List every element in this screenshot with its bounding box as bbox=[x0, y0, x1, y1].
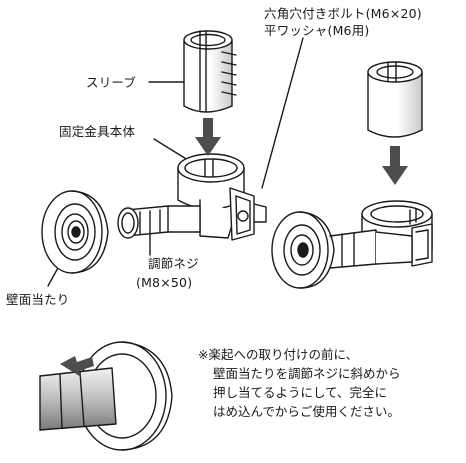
install-note-line-2: 壁面当たりを調節ネジに斜めから bbox=[213, 366, 401, 381]
right-sleeve-insert-arrow bbox=[382, 146, 408, 185]
washer-label: 平ワッシャ(M6用) bbox=[264, 23, 370, 38]
install-note-line-1: ※楽起への取り付けの前に、 bbox=[198, 347, 359, 362]
install-note-line-4: はめ込んでからご使用ください。 bbox=[213, 404, 400, 419]
install-detail-part bbox=[39, 341, 173, 451]
push-direction-arrow bbox=[60, 356, 94, 377]
sleeve-part bbox=[183, 30, 237, 113]
adjust-screw-size-label: (M8×50) bbox=[136, 275, 193, 290]
wall-pad-part bbox=[41, 190, 109, 274]
bracket-body-part bbox=[167, 153, 267, 241]
right-wall-pad-part bbox=[271, 211, 335, 289]
right-sleeve-part bbox=[367, 61, 423, 138]
sleeve-insert-arrow bbox=[195, 118, 221, 156]
adjust-screw-part bbox=[117, 205, 169, 239]
install-note-line-3: 押し当てるようにして、完全に bbox=[213, 385, 388, 400]
wall-pad-label: 壁面当たり bbox=[6, 292, 70, 307]
adjust-screw-label: 調節ネジ bbox=[148, 256, 199, 271]
bracket-body-label: 固定金具本体 bbox=[59, 124, 136, 139]
assembled-bracket-part bbox=[329, 200, 433, 269]
bolt-leader-line bbox=[261, 37, 304, 189]
bolt-label: 六角穴付きボルト(M6×20) bbox=[264, 6, 422, 21]
sleeve-label: スリーブ bbox=[86, 75, 137, 90]
